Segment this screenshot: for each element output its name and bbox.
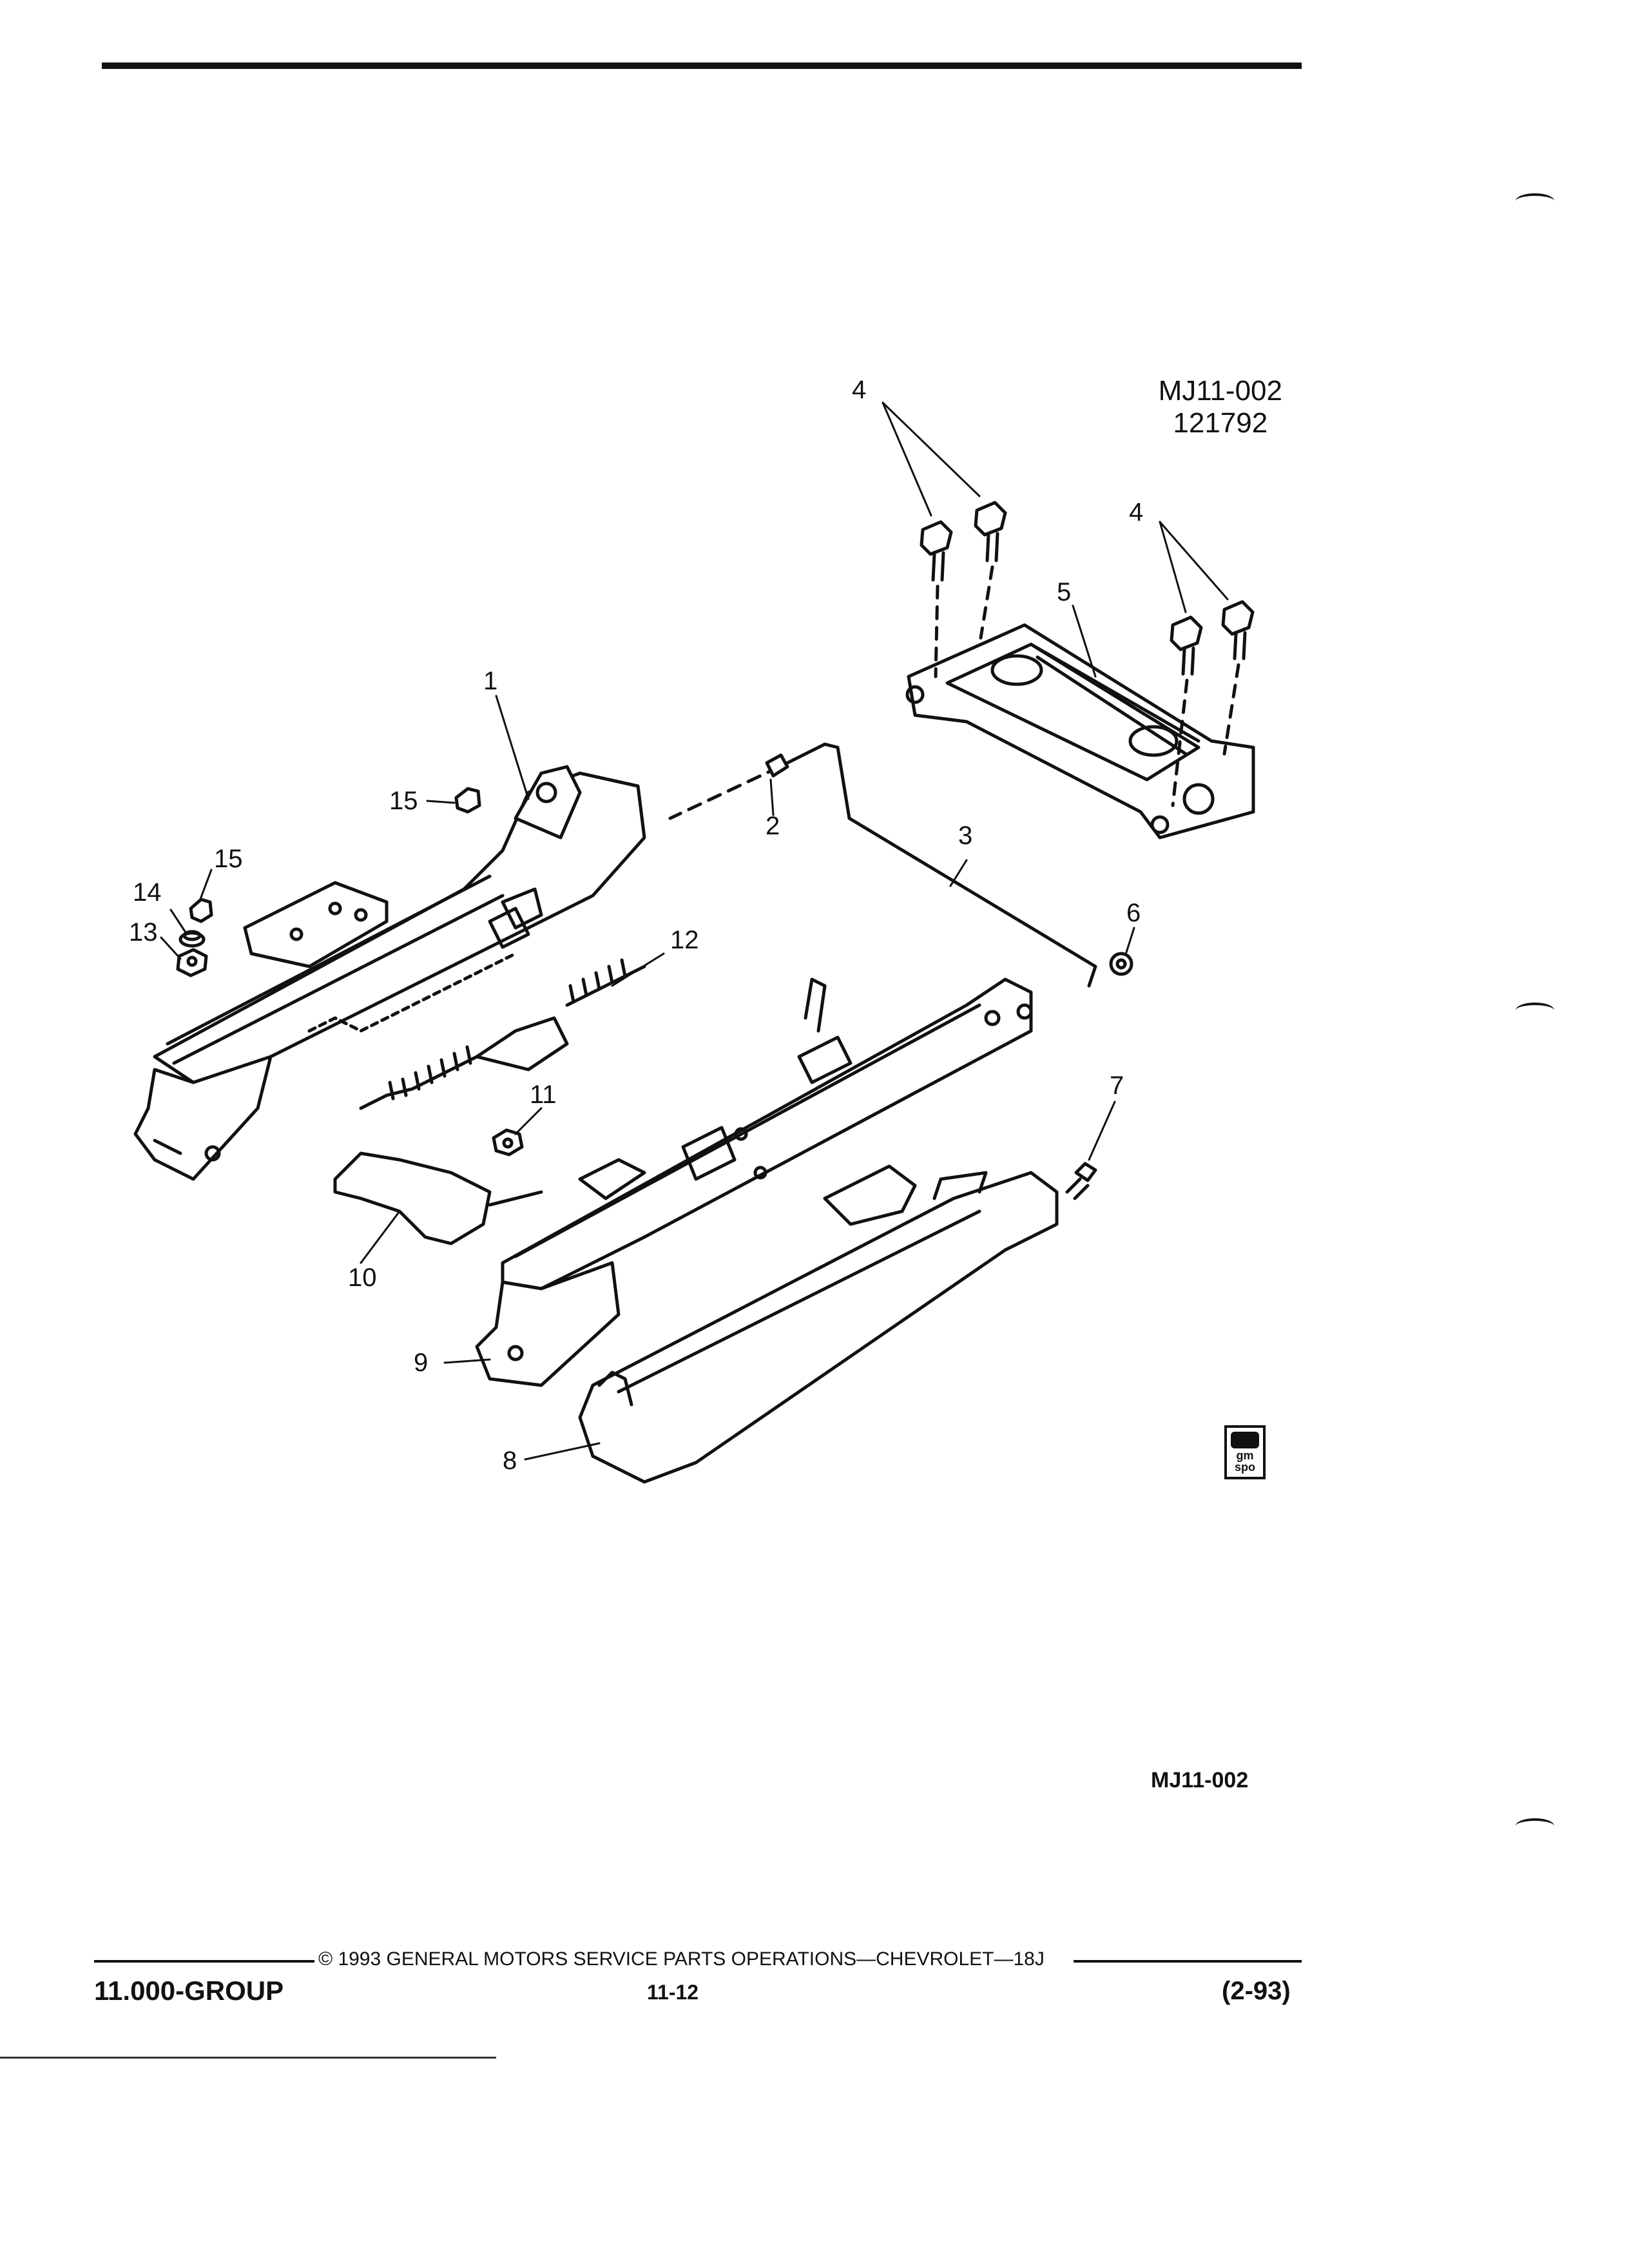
- revision-date: (2-93): [1222, 1977, 1291, 2005]
- cap: [454, 787, 481, 814]
- callout-9: 9: [414, 1349, 428, 1377]
- edge-mark: [1516, 1003, 1554, 1018]
- callout-8: 8: [503, 1446, 517, 1475]
- connector-rod: [668, 742, 1097, 988]
- retainer-clip: [765, 753, 789, 778]
- callout-7: 7: [1110, 1072, 1124, 1100]
- callout-1: 1: [483, 667, 497, 695]
- bolt: [974, 501, 1007, 640]
- screw: [1065, 1162, 1097, 1200]
- footer-rule-right: [1074, 1960, 1302, 1963]
- callout-11: 11: [530, 1081, 557, 1109]
- bushing: [178, 930, 206, 948]
- callout-13: 13: [129, 918, 158, 947]
- bottom-rule: [0, 2057, 496, 2059]
- callout-14: 14: [133, 878, 162, 907]
- top-rule: [102, 62, 1302, 69]
- callout-5: 5: [1057, 578, 1071, 606]
- group-label: 11.000-GROUP: [94, 1975, 284, 2006]
- callout-15: 15: [389, 787, 418, 815]
- edge-mark: [1516, 193, 1554, 209]
- edge-mark: [1516, 1818, 1554, 1834]
- track-foot-cover: [475, 1261, 621, 1387]
- callout-10: 10: [348, 1264, 377, 1292]
- copyright-notice: © 1993 GENERAL MOTORS SERVICE PARTS OPER…: [318, 1948, 1045, 1970]
- figure-id: MJ11-002: [1158, 375, 1282, 407]
- page-number: 11-12: [647, 1981, 699, 2004]
- callout-3: 3: [958, 822, 972, 850]
- figure-id-block: MJ11-002 121792: [1159, 375, 1282, 439]
- callout-6: 6: [1126, 899, 1141, 927]
- footer-rule-left: [94, 1960, 314, 1963]
- hex-nut: [492, 1128, 524, 1157]
- callout-2: 2: [766, 812, 780, 840]
- track-foot-left: [133, 1055, 273, 1181]
- callouts: 4 4 5 1 2 3 6 7 12 11 10 9 8 13 14 15 15: [129, 376, 1143, 1475]
- nut: [1109, 952, 1133, 976]
- seat-riser-bracket: [905, 623, 1255, 840]
- inner-seat-track: [153, 765, 646, 1084]
- outer-track-cover: [578, 1171, 1059, 1484]
- callout-4: 4: [852, 376, 866, 404]
- leader-lines: [160, 401, 1229, 1461]
- callout-12: 12: [670, 926, 699, 954]
- figure-code: MJ11-002: [1151, 1768, 1249, 1792]
- release-handle: [333, 1151, 543, 1245]
- figure-date-code: 121792: [1173, 407, 1268, 439]
- outer-seat-track: [501, 977, 1033, 1291]
- callout-15: 15: [214, 845, 243, 873]
- callout-4: 4: [1129, 498, 1143, 526]
- pivot-nut: [176, 948, 208, 977]
- bolt: [920, 520, 953, 678]
- bolt: [1170, 615, 1203, 807]
- bolt: [1221, 600, 1255, 756]
- cap: [189, 898, 213, 923]
